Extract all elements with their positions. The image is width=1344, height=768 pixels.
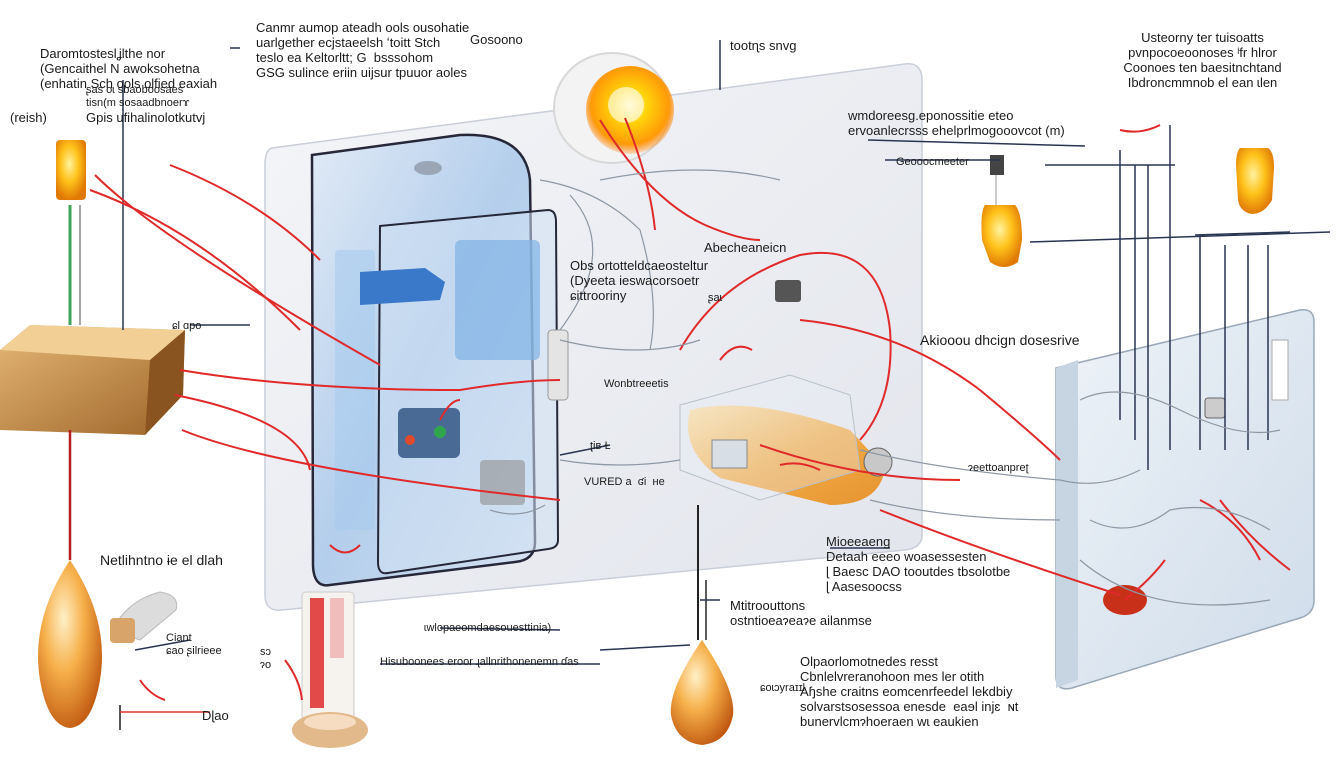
label-mid-tag-a: Abecheaneicn (704, 240, 787, 255)
connector-node-icon (547, 280, 801, 401)
amber-indicator-right-icons (981, 148, 1274, 267)
dark-wires (122, 40, 1331, 665)
label-top-left-sub: Gpis ufihalinolotkutvj (86, 110, 206, 125)
label-lower-mid: Mtitroouttons ostntioeaɂeaɂe ailanmse (730, 598, 872, 628)
label-top-left-title: Daromtosteslʝlthe nor (Gencaithel N awok… (40, 46, 218, 91)
label-mid-small: Wonbtreeetis (604, 378, 669, 390)
label-mid-small-b: ʈiʙ Ɫ (590, 440, 611, 452)
hanging-bulb-left-icon (38, 430, 102, 728)
label-mid-small-c: VURED a ʛi ʜe (584, 476, 665, 488)
label-top-center-title: Canmr aumop ateadh ools ousohatie uarlge… (256, 20, 470, 80)
hanging-bulb-center-icon (670, 505, 734, 745)
grey-wires (489, 169, 1281, 606)
label-lower-right-small: ɕoɩɔyraɪɪl (760, 682, 806, 694)
label-lower-left-b: sɔ ɂo (260, 646, 272, 671)
amber-indicator-left-icon (56, 140, 86, 325)
label-left-bulb: Netlihntno ɨe el dlah (100, 552, 223, 568)
thermometer-device-icon (292, 591, 368, 748)
glass-cabinet (310, 133, 560, 587)
label-top-right-title: Usteorny ter tuisoatts pvnpocoeoonoses ˡ… (1123, 30, 1282, 90)
label-mid-tag-b: ʂaɩ (708, 292, 723, 304)
label-lower-wide: Hisuboonees eroor ɻallnrithonenemn ɗas (380, 656, 579, 668)
label-center-upper: wmdoreesg.eponossitie eteo ervoanlecrsss… (848, 108, 1065, 138)
red-wires (89, 117, 1291, 701)
right-panel (1055, 309, 1315, 690)
label-lower-center-small: ɩwlopaeomdaesouesttinia) (424, 622, 552, 634)
label-lower-right-title: Olpaorlomotnedes resst Cbnlelvreranohoon… (800, 654, 1019, 729)
label-lower-center: Mioeeaeng Detaah eeeo woasessesten ɭ Bae… (826, 534, 1011, 594)
label-top-left-paren: (reish) (10, 110, 47, 125)
label-top-center-tag: Gosoono (470, 32, 523, 47)
label-center-upper-tag: Geooocmeeter (896, 156, 969, 168)
label-left-box-tag: ɕl ɑpo (172, 320, 202, 332)
label-right-small: ɂeettoanpreʈ (968, 462, 1029, 474)
label-top-left-tag: ʂas oɩ sbaoboosaes tisn(m sosaadbnoerɤ (86, 84, 190, 109)
junction-box-left (0, 325, 185, 435)
label-top-sun: tootɳs snvɡ (730, 38, 797, 53)
label-lower-left-a: Ciant ɕao ʂilrieee (166, 632, 222, 657)
orange-relay-module (688, 405, 893, 505)
label-mid-left-note: Obs ortotteldcaeosteltur (Dyeeta ieswaco… (570, 258, 709, 303)
label-right-block-title: Akiooou dhcign dosesrive (920, 332, 1080, 348)
label-lower-left-c: Dɭao (202, 708, 229, 723)
sensor-bottom-left-icon (110, 591, 210, 730)
